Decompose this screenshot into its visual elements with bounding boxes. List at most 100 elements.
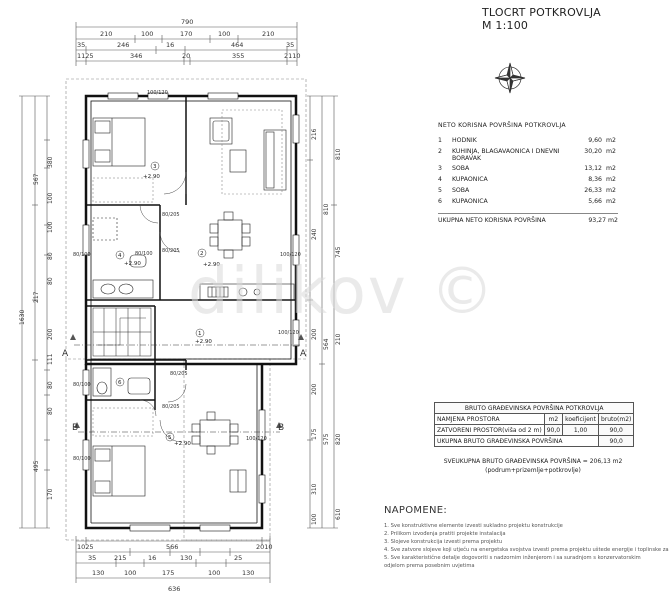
room-unit: m2 (606, 198, 616, 205)
dim-bot-r1-b: 566 (166, 543, 178, 551)
section-lines (74, 344, 300, 433)
dim-right-outer-5: 820 (335, 433, 342, 445)
top-dimension-labels: 790 210 100 170 100 210 35 246 16 464 35… (77, 18, 301, 60)
room-area: 13,12 (584, 165, 602, 172)
dim-bot-r3-a: 130 (92, 569, 104, 577)
opening-label-12: 80/205 (162, 404, 180, 410)
opening-label-3: 100/120 (280, 252, 301, 258)
dim-top-r3-e: 2110 (284, 52, 301, 60)
dim-right-outer-4: 564 (323, 338, 330, 350)
dim-top-r1-d: 100 (218, 30, 230, 38)
dim-bot-r3-c: 175 (162, 569, 174, 577)
gross-row-bruto: 90,0 (597, 424, 635, 436)
dim-left-inner-2: 100 (47, 192, 54, 204)
dim-left-inner-6: 200 (47, 328, 54, 340)
room-name: KUHINJA, BLAGAVAONICA I DNEVNI BORAVAK (452, 148, 560, 162)
dim-bot-r2-d: 130 (180, 554, 192, 562)
notes-block: NAPOMENE: 1. Sve konstruktivne elemente … (384, 505, 669, 570)
room-area: 8,36 (588, 176, 602, 183)
section-mark-a-right: A (300, 349, 307, 359)
lounge-table (191, 411, 247, 493)
dim-bot-r2-b: 215 (114, 554, 126, 562)
dim-top-r1-e: 210 (262, 30, 274, 38)
dim-left-inner-10: 170 (47, 488, 54, 500)
watermark: dilikov © (188, 255, 497, 329)
door-swings (139, 171, 187, 443)
living-furniture (209, 109, 287, 195)
dim-top-r2-e: 35 (286, 41, 294, 49)
gross-col-coef: koeficijent (562, 413, 599, 425)
net-area-total-value: 93,27 m2 (588, 217, 618, 224)
dim-left-inner-5: 80 (47, 277, 54, 285)
dim-bot-r2-a: 35 (88, 554, 96, 562)
net-area-row: 1 HODNIK 9,60 m2 (438, 137, 618, 148)
gross-area-table: BRUTO GRAĐEVINSKA POVRŠINA POTKROVLJA NA… (433, 402, 635, 447)
room-number: 1 (438, 137, 442, 144)
dim-left-outer-3: 1630 (19, 310, 26, 325)
bed-top-left (92, 117, 146, 167)
dim-top-r3-d: 355 (232, 52, 244, 60)
dim-left-inner-9: 80 (47, 407, 54, 415)
dim-right-inner-9: 100 (311, 513, 318, 525)
note-item: 2. Prilikom izvođenja pratiti projekte i… (384, 531, 506, 537)
dim-right-outer-6: 610 (335, 508, 342, 520)
opening-label-7: 80/100 (135, 251, 153, 257)
staircase (92, 307, 152, 357)
dim-bot-total: 636 (168, 585, 180, 593)
dim-top-r1-b: 100 (141, 30, 153, 38)
dim-bot-r2-e: 25 (234, 554, 242, 562)
section-mark-b-left: B (72, 423, 78, 433)
note-item: 5. Sve karakteristične detalje dogovorit… (384, 555, 641, 569)
room-unit: m2 (606, 148, 616, 155)
dim-right-outer-2: 810 (335, 148, 342, 160)
dim-right-outer-1: 810 (323, 203, 330, 215)
room-area: 26,33 (584, 187, 602, 194)
room-mark-3: 3 (153, 164, 157, 170)
net-area-row: 3 SOBA 13,12 m2 (438, 165, 618, 176)
dim-top-r2-a: 35 (77, 41, 85, 49)
dim-top-r3-b: 346 (130, 52, 142, 60)
dim-top-r2-d: 464 (231, 41, 243, 49)
dim-top-total: 790 (181, 18, 193, 26)
gross-total-value: 90,0 (597, 435, 635, 447)
net-area-table: NETO KORISNA POVRŠINA POTKROVLJA 1 HODNI… (438, 122, 618, 228)
opening-label-2: 80/100 (73, 382, 91, 388)
room-unit: m2 (606, 187, 616, 194)
net-area-divider (438, 213, 618, 214)
notes-title: NAPOMENE: (384, 505, 448, 516)
dim-top-r2-c: 16 (166, 41, 174, 49)
room-number: 6 (438, 198, 442, 205)
dim-bot-r3-e: 130 (242, 569, 254, 577)
dim-left-inner-8: 80 (47, 381, 54, 389)
opening-labels: 80/100 80/100 100/120 100/120 100/120 10… (73, 90, 301, 462)
dim-right-inner-2: 240 (311, 228, 318, 240)
net-area-row: 4 KUPAONICA 8,36 m2 (438, 176, 618, 187)
room-level-3: +2.90 (143, 174, 160, 180)
bathroom-4-fixtures (92, 217, 154, 299)
dim-left-inner-4: 80 (47, 252, 54, 260)
bed-bottom (92, 445, 146, 497)
net-area-row: 6 KUPAONICA 5,66 m2 (438, 198, 618, 209)
room-number: 3 (438, 165, 442, 172)
room-number: 4 (438, 176, 442, 183)
room-name: SOBA (452, 165, 470, 172)
section-mark-a-left: A (62, 349, 69, 359)
windows (82, 92, 300, 532)
dim-top-r1-a: 210 (100, 30, 112, 38)
net-area-row: 2 KUHINJA, BLAGAVAONICA I DNEVNI BORAVAK… (438, 148, 618, 165)
room-mark-5: 5 (168, 435, 172, 441)
room-unit: m2 (606, 165, 616, 172)
gross-col-m2: m2 (543, 413, 564, 425)
room-name: KUPAONICA (452, 198, 488, 205)
room-mark-2: 2 (200, 251, 204, 257)
room-level-1: +2.90 (195, 339, 212, 345)
dim-right-outer-3: 210 (335, 333, 342, 345)
wall-thickness (90, 100, 292, 524)
bottom-dimension-chain (75, 536, 271, 583)
room-area: 30,20 (584, 148, 602, 155)
left-dimension-labels: 567 217 1630 495 380 100 100 80 80 200 1… (19, 156, 54, 500)
room-area: 5,66 (588, 198, 602, 205)
dim-right-inner-7: 575 (323, 433, 330, 445)
opening-label-10: 80/205 (162, 248, 180, 254)
